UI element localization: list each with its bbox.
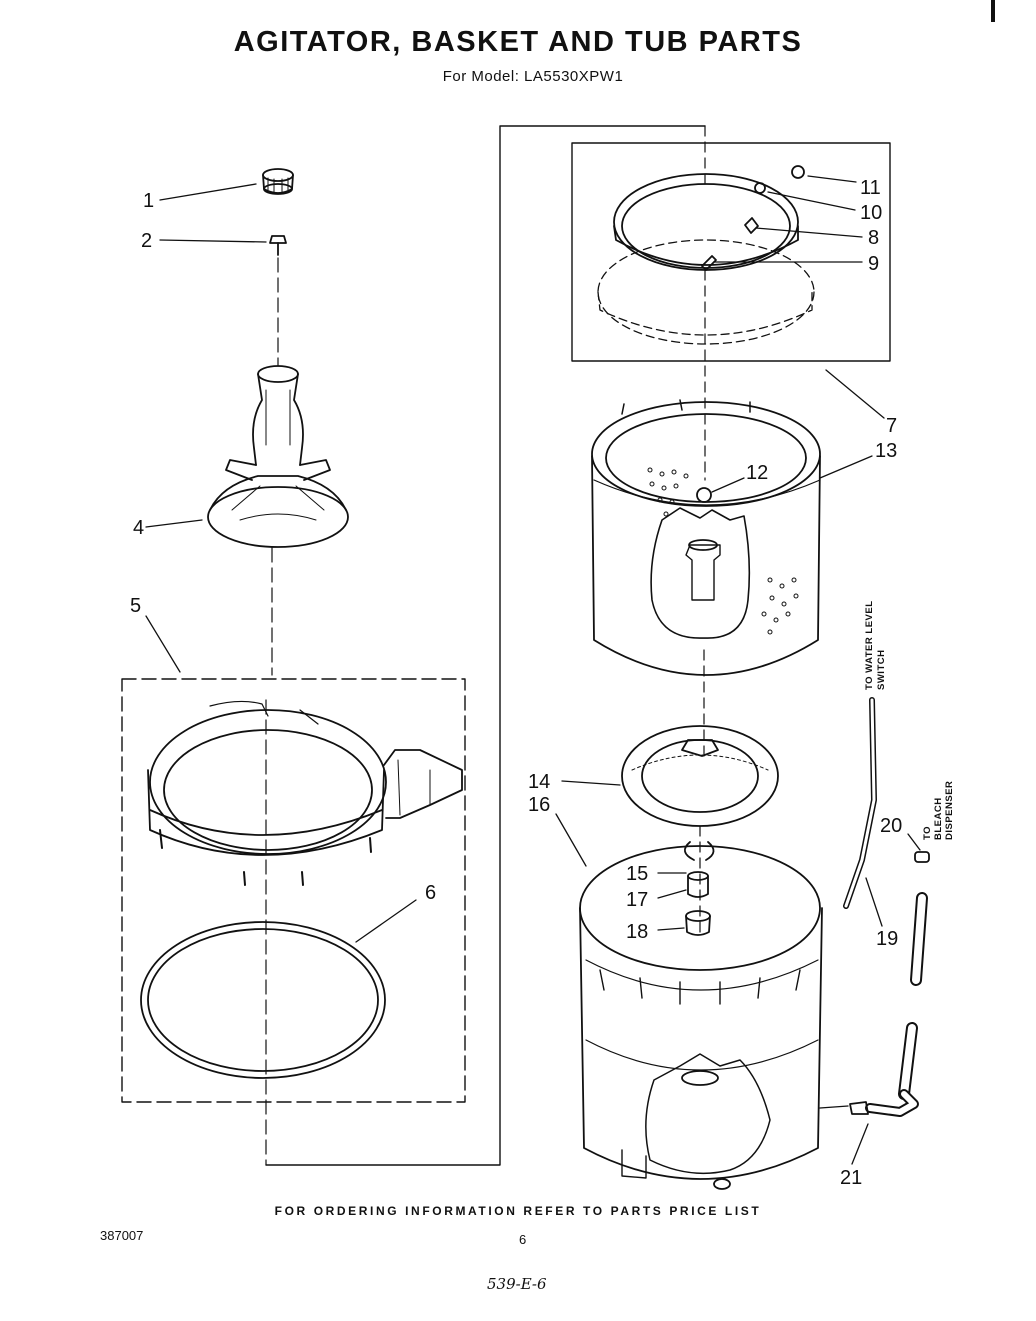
svg-text:SWITCH: SWITCH <box>876 650 887 690</box>
parts-15-17-18 <box>684 841 715 936</box>
callout-1: 1 <box>143 190 154 212</box>
part-6-seal-ring <box>140 921 386 1079</box>
svg-text:TO: TO <box>922 826 933 840</box>
part-7-balance-ring <box>597 173 815 345</box>
callout-18: 18 <box>626 921 648 943</box>
page-title: AGITATOR, BASKET AND TUB PARTS <box>233 26 803 58</box>
callout-10: 10 <box>860 202 882 224</box>
callout-8: 8 <box>868 227 879 249</box>
page-number: 6 <box>519 1232 527 1247</box>
callout-7: 7 <box>886 415 897 437</box>
part-5-tub-ring <box>147 700 463 886</box>
callout-4: 4 <box>133 517 144 539</box>
bleach-dispenser-label: TO BLEACH DISPENSER <box>922 781 955 840</box>
part-13-basket <box>591 399 821 676</box>
group-box-5 <box>121 678 466 1103</box>
ordering-note: FOR ORDERING INFORMATION REFER TO PARTS … <box>274 1204 762 1218</box>
callout-16: 16 <box>528 794 550 816</box>
callout-14: 14 <box>528 771 550 793</box>
callout-17: 17 <box>626 889 648 911</box>
callout-6: 6 <box>425 882 436 904</box>
svg-text:TO WATER LEVEL: TO WATER LEVEL <box>864 600 875 690</box>
parts-8-11-hardware <box>701 165 805 271</box>
document-number: 387007 <box>100 1228 144 1243</box>
callout-2: 2 <box>141 230 152 252</box>
svg-text:BLEACH: BLEACH <box>933 797 944 840</box>
part-1-agitator-cap <box>262 168 294 195</box>
callout-13: 13 <box>875 440 897 462</box>
callout-12: 12 <box>746 462 768 484</box>
callout-21: 21 <box>840 1167 862 1189</box>
handwritten-note: 539-E-6 <box>487 1275 547 1293</box>
part-16-outer-tub <box>579 845 823 1190</box>
svg-text:DISPENSER: DISPENSER <box>944 781 955 840</box>
callout-20: 20 <box>880 815 902 837</box>
leader-lines <box>145 175 921 1165</box>
model-subtitle: For Model: LA5530XPW1 <box>442 68 624 85</box>
callout-9: 9 <box>868 253 879 275</box>
hose-20-21 <box>849 851 930 1117</box>
callout-19: 19 <box>876 928 898 950</box>
corner-mark <box>991 0 995 22</box>
part-4-agitator <box>207 365 349 548</box>
callout-5: 5 <box>130 595 141 617</box>
basket-holes <box>647 467 799 635</box>
connector-frame <box>265 125 706 1166</box>
hose-19 <box>843 697 877 909</box>
water-level-label: TO WATER LEVEL SWITCH <box>864 600 887 690</box>
group-box-7 <box>571 142 891 362</box>
callout-11: 11 <box>860 177 881 199</box>
part-2-bolt <box>269 235 287 256</box>
callout-15: 15 <box>626 863 648 885</box>
part-14-ring <box>621 725 779 827</box>
